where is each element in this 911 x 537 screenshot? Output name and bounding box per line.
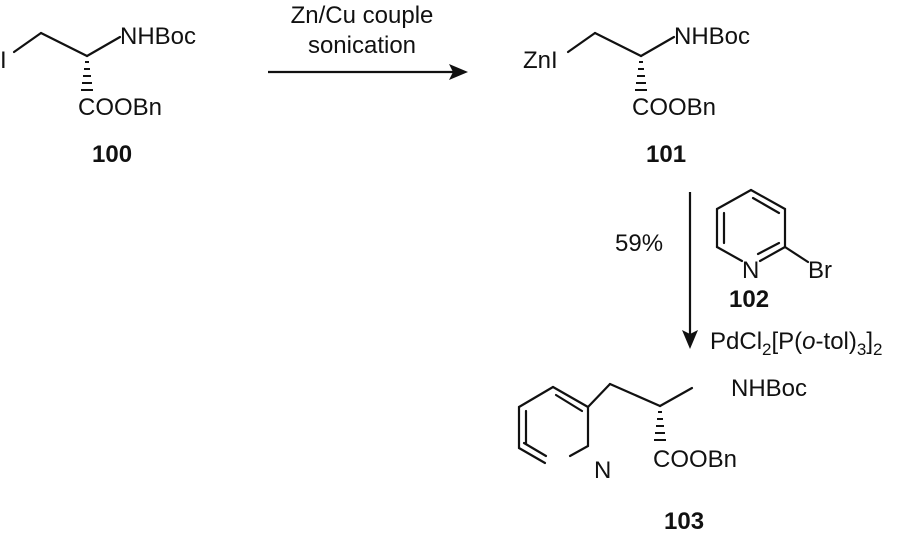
ring-bond [517, 385, 555, 409]
bond-ch2-calpha [39, 31, 89, 58]
bond-calpha-n [639, 35, 676, 58]
arrow-head [682, 330, 698, 349]
reaction-arrow-1: Zn/Cu couple sonication [268, 2, 468, 80]
bond-ring-ch2 [586, 382, 612, 409]
compound-100: I NHBoc COOBn 100 [0, 23, 196, 168]
nhboc-label: NHBoc [674, 23, 750, 50]
stereo-hash-bond [635, 61, 647, 91]
coobn-label: COOBn [78, 94, 162, 121]
reaction-arrow-2: 59% [615, 192, 698, 349]
bond-c-br [783, 245, 810, 264]
reagent-sonication: sonication [308, 32, 416, 59]
iodine-label: I [0, 47, 7, 74]
ring-double-bond [756, 241, 781, 256]
ring-double-bond [554, 393, 584, 413]
compound-number: 103 [664, 508, 704, 535]
compound-103: N NHBoc COOBn 103 [517, 375, 807, 535]
coobn-label: COOBn [653, 446, 737, 473]
compound-number: 100 [92, 141, 132, 168]
ring-bond [758, 245, 787, 263]
arrow-head [449, 64, 468, 80]
bond-ch2-zn [566, 31, 597, 54]
ring-double-bond [522, 441, 548, 458]
compound-number: 102 [729, 286, 769, 313]
catalyst-label: PdCl2[P(o-tol)3]2 [710, 328, 882, 359]
compound-101: ZnI NHBoc COOBn 101 [523, 23, 750, 168]
ring-bond [517, 446, 547, 465]
ring-double-bond [751, 196, 781, 215]
ring-bond [715, 188, 753, 211]
ring-bond [749, 188, 787, 211]
zni-label: ZnI [523, 47, 558, 74]
ring-nitrogen-label: N [594, 457, 611, 484]
bond-ch2-i [12, 31, 43, 54]
compound-number: 101 [646, 141, 686, 168]
bond-calpha-n [85, 35, 122, 58]
bond-calpha-n [658, 386, 694, 408]
bromine-label: Br [808, 257, 832, 284]
yield-label: 59% [615, 230, 663, 257]
bond-ch2-calpha [593, 31, 643, 58]
stereo-hash-bond [81, 61, 93, 91]
ring-bond [568, 444, 590, 458]
nhboc-label: NHBoc [120, 23, 196, 50]
stereo-hash-bond [654, 411, 666, 441]
compound-102: N Br 102 [715, 188, 832, 313]
coobn-label: COOBn [632, 94, 716, 121]
ring-bond [551, 385, 590, 409]
ring-nitrogen-label: N [742, 257, 759, 284]
nhboc-label: NHBoc [731, 375, 807, 402]
bond-ch2-calpha [608, 382, 662, 408]
reagent-zn-cu: Zn/Cu couple [291, 2, 434, 29]
ring-bond [715, 245, 744, 263]
